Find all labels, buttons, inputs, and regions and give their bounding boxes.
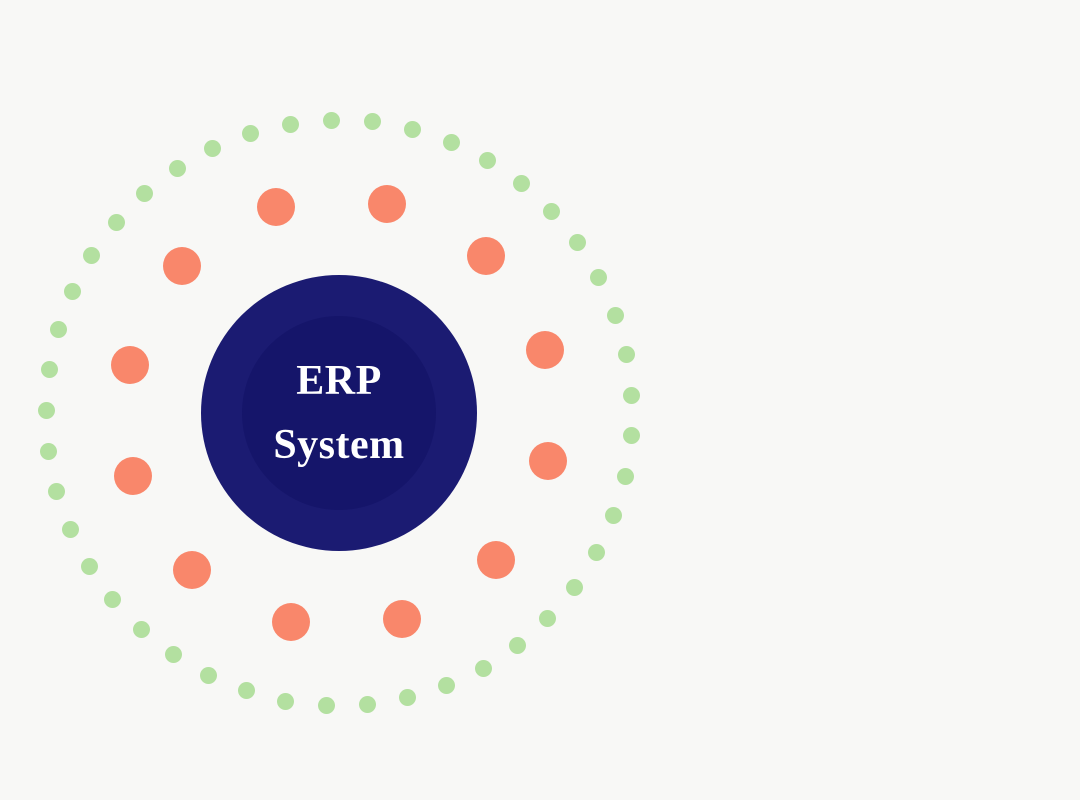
green-dot [437,677,455,695]
green-dot [616,467,634,485]
orange-dot [114,456,153,495]
green-dot [543,202,561,220]
green-dot [363,113,381,131]
green-dot [164,645,182,663]
green-dot [83,247,101,265]
orange-dot [368,184,407,223]
orange-dot [529,442,568,481]
orange-dot [477,540,516,579]
erp-core-label: ERP System [273,349,404,477]
green-dot [569,234,587,252]
green-dot [168,160,186,178]
green-dot [136,185,154,203]
green-dot [474,659,492,677]
green-dot [358,696,376,714]
green-dot [49,321,67,339]
green-dot [604,507,622,525]
green-dot [61,521,79,539]
green-dot [40,442,57,460]
green-dot [587,544,605,562]
orange-dot [271,603,310,642]
erp-core-inner-circle [242,316,436,510]
orange-dot [525,331,564,370]
green-dot [442,133,460,151]
green-dot [590,269,608,287]
green-dot [199,666,217,684]
green-dot [204,140,222,158]
green-dot [512,175,530,193]
green-dot [104,590,122,608]
green-dot [403,120,421,138]
green-dot [237,682,255,700]
green-dot [322,111,340,129]
green-dot [617,346,635,364]
green-dot [479,152,497,170]
green-dot [80,557,98,575]
orange-dot [466,236,505,275]
green-dot [566,578,584,596]
orange-dot [382,599,421,638]
erp-label-line1: ERP [296,358,382,404]
green-dot [277,692,295,710]
green-dot [282,115,300,133]
erp-label-line2: System [273,422,405,468]
green-dot [622,427,640,445]
green-dot [63,282,81,300]
green-dot [242,125,260,143]
green-dot [622,386,640,404]
orange-dot [257,188,296,227]
orange-dot [110,345,149,384]
orange-dot [173,551,212,590]
orange-dot [162,247,201,286]
green-dot [132,620,150,638]
green-dot [317,697,335,715]
green-dot [606,306,624,324]
green-dot [539,609,557,627]
green-dot [107,214,125,232]
green-dot [508,636,526,654]
green-dot [40,361,58,379]
green-dot [398,689,416,707]
green-dot [48,482,66,500]
green-dot [37,401,55,419]
erp-core-circle: ERP System [201,275,477,551]
